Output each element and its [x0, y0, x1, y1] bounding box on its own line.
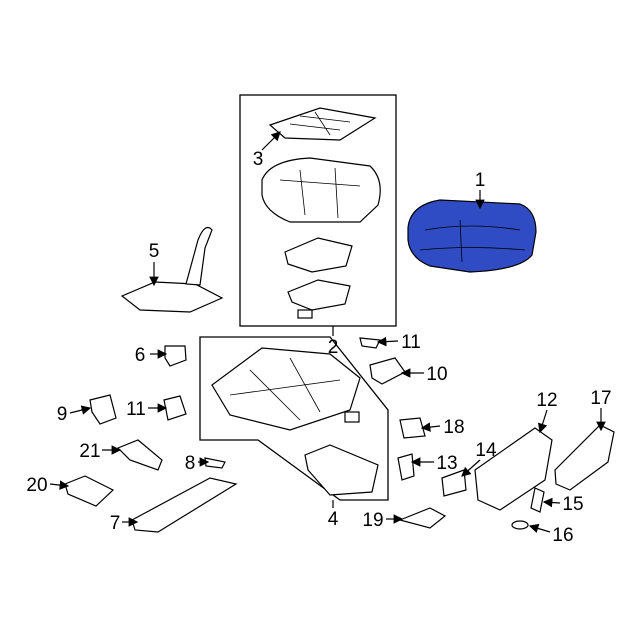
part-16-knob[interactable]	[511, 520, 529, 530]
part-20-cover[interactable]	[64, 475, 115, 507]
callout-12[interactable]: 12	[536, 390, 557, 411]
callout-11-lower[interactable]: 11	[126, 399, 146, 420]
part-9-bracket[interactable]	[89, 394, 117, 425]
part-5-panel[interactable]	[120, 227, 224, 313]
callout-16[interactable]: 16	[552, 525, 573, 546]
callout-1[interactable]: 1	[475, 170, 486, 191]
part-18-switch[interactable]	[399, 417, 426, 439]
part-11-clip-lower[interactable]	[163, 395, 187, 421]
callout-14[interactable]: 14	[475, 440, 497, 461]
part-8-clip[interactable]	[204, 457, 226, 469]
callout-4[interactable]: 4	[328, 509, 339, 530]
callout-15[interactable]: 15	[562, 494, 583, 515]
callout-3[interactable]: 3	[253, 149, 264, 170]
callout-6[interactable]: 6	[135, 345, 146, 366]
part-1-seat-cushion[interactable]	[407, 199, 537, 273]
callout-18[interactable]: 18	[443, 417, 464, 438]
part-13-wiring[interactable]	[397, 453, 415, 481]
part-21-harness[interactable]	[116, 439, 163, 471]
part-4-seat-frame[interactable]	[211, 347, 379, 496]
part-19-harness[interactable]	[398, 507, 447, 529]
part-11-clip-upper[interactable]	[359, 337, 381, 349]
group-box-4	[199, 336, 389, 501]
part-12-side-shield[interactable]	[474, 427, 553, 511]
part-3-seat-pan[interactable]	[268, 107, 377, 141]
part-17-side-shield[interactable]	[554, 424, 615, 491]
callout-10[interactable]: 10	[426, 364, 447, 385]
callout-13[interactable]: 13	[436, 453, 457, 474]
callout-7[interactable]: 7	[110, 513, 121, 534]
callout-21[interactable]: 21	[79, 441, 100, 462]
part-2-cushion-foam[interactable]	[261, 157, 381, 319]
callout-2[interactable]: 2	[328, 337, 339, 358]
callout-11-upper[interactable]: 11	[401, 332, 421, 353]
callout-8[interactable]: 8	[185, 453, 196, 474]
callout-20[interactable]: 20	[26, 475, 47, 496]
leader-lines	[49, 131, 606, 534]
part-6-clip[interactable]	[164, 345, 187, 367]
part-15-knob[interactable]	[530, 487, 545, 513]
callout-17[interactable]: 17	[590, 388, 611, 409]
part-10-bracket[interactable]	[369, 357, 406, 385]
part-14-bracket[interactable]	[441, 469, 467, 497]
group-box-2	[239, 94, 397, 327]
callout-5[interactable]: 5	[149, 241, 160, 262]
callout-9[interactable]: 9	[57, 404, 68, 425]
callout-19[interactable]: 19	[362, 510, 383, 531]
part-7-side-trim[interactable]	[131, 477, 238, 533]
